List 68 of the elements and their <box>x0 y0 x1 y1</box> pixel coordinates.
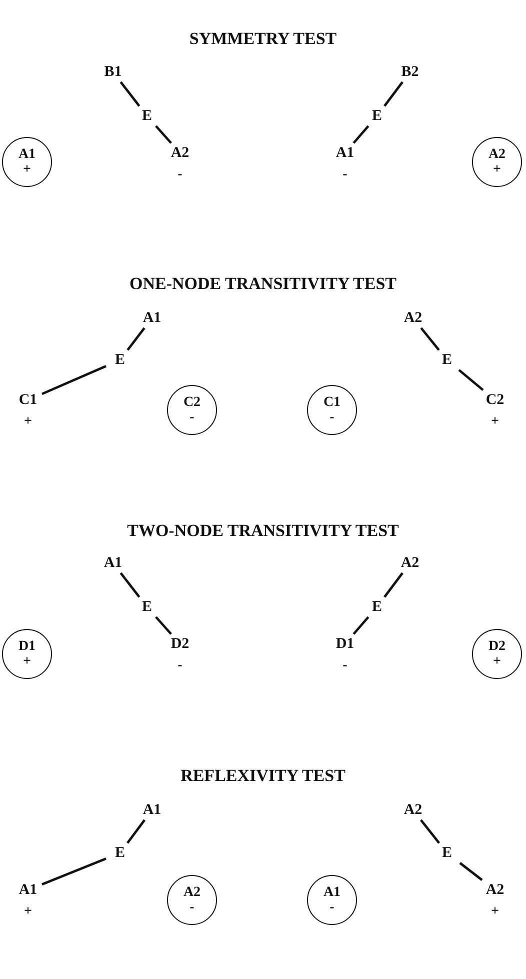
stimulus-label: E <box>434 351 460 369</box>
stimulus-label: A2 <box>400 801 426 819</box>
stimulus-label: B2 <box>397 63 423 81</box>
connector-line <box>155 125 172 144</box>
consequence-sign: - <box>178 168 182 182</box>
comparison-circle <box>167 385 217 435</box>
stimulus-label: E <box>134 598 160 616</box>
stimulus-label: E <box>107 351 133 369</box>
consequence-sign: - <box>342 659 348 673</box>
connector-line <box>458 369 484 391</box>
consequence-sign: - <box>342 168 348 182</box>
stimulus-label: D2 <box>488 639 506 654</box>
consequence-sign: - <box>178 659 182 673</box>
connector-line <box>352 616 370 635</box>
consequence-sign: + <box>23 654 31 669</box>
connector-line <box>42 858 106 886</box>
comparison-circle <box>472 629 522 679</box>
stimulus-label: A1 <box>18 147 36 162</box>
stimulus-label: E <box>364 107 390 125</box>
stimulus-label: A2 <box>183 885 201 900</box>
connector-line <box>42 364 106 396</box>
stimulus-label: D1 <box>18 639 36 654</box>
stimulus-label: E <box>434 844 460 862</box>
connector-line <box>120 572 140 598</box>
consequence-sign: + <box>491 905 499 919</box>
stimulus-label: B1 <box>100 63 126 81</box>
stimulus-label: C2 <box>183 395 201 410</box>
stimulus-label: A2 <box>400 309 426 327</box>
stimulus-label: C1 <box>323 395 341 410</box>
comparison-circle <box>307 385 357 435</box>
consequence-sign: + <box>24 905 32 919</box>
connector-line <box>384 81 404 107</box>
connector-line <box>155 616 172 635</box>
section-heading: TWO-NODE TRANSITIVITY TEST <box>127 521 399 541</box>
comparison-circle <box>307 875 357 925</box>
comparison-circle <box>2 629 52 679</box>
stimulus-label: A1 <box>139 309 165 327</box>
stimulus-label: E <box>107 844 133 862</box>
section-heading: ONE-NODE TRANSITIVITY TEST <box>129 274 397 294</box>
section-heading: REFLEXIVITY TEST <box>180 766 346 786</box>
consequence-sign: + <box>493 162 501 177</box>
stimulus-label: E <box>364 598 390 616</box>
connector-line <box>352 125 370 144</box>
consequence-sign: + <box>24 415 32 429</box>
connector-line <box>384 572 404 598</box>
consequence-sign: + <box>23 162 31 177</box>
stimulus-label: A2 <box>397 554 423 572</box>
stimulus-label: A2 <box>488 147 506 162</box>
connector-line <box>420 327 440 351</box>
consequence-sign: - <box>190 900 194 915</box>
consequence-sign: - <box>330 900 334 915</box>
stimulus-label: E <box>134 107 160 125</box>
stimulus-label: A1 <box>323 885 341 900</box>
stimulus-label: A1 <box>139 801 165 819</box>
consequence-sign: + <box>491 415 499 429</box>
consequence-sign: - <box>190 410 194 425</box>
connector-line <box>420 819 440 844</box>
connector-line <box>126 819 146 844</box>
connector-line <box>126 327 146 351</box>
section-heading: SYMMETRY TEST <box>189 29 337 49</box>
comparison-circle <box>472 137 522 187</box>
stimulus-label: A1 <box>100 554 126 572</box>
comparison-circle <box>167 875 217 925</box>
connector-line <box>120 81 140 107</box>
consequence-sign: + <box>493 654 501 669</box>
connector-line <box>459 862 483 881</box>
consequence-sign: - <box>330 410 334 425</box>
comparison-circle <box>2 137 52 187</box>
